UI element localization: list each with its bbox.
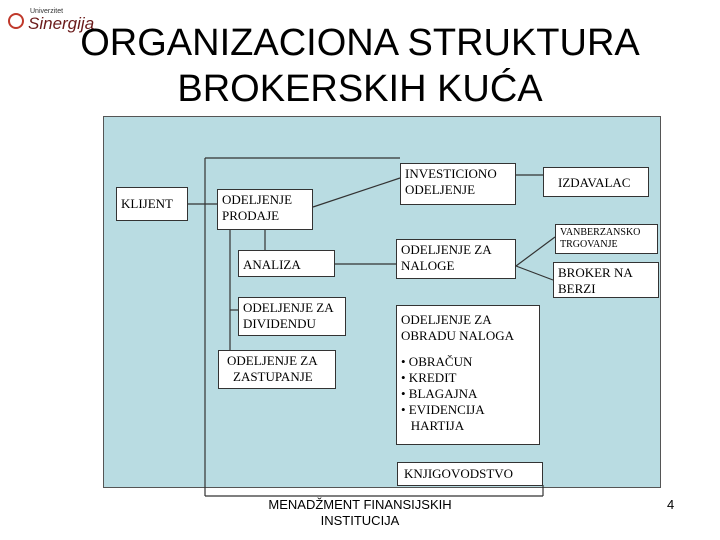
footer-text: MENADŽMENT FINANSIJSKIH INSTITUCIJA [240, 497, 480, 529]
investiciono-box: INVESTICIONO ODELJENJE [400, 163, 516, 205]
dividende-box: ODELJENJE ZA DIVIDENDU [238, 297, 346, 336]
klijent-box: KLIJENT [116, 187, 188, 221]
obrada-item: • BLAGAJNA [401, 386, 478, 401]
analiza-label: ANALIZA [243, 257, 301, 272]
dividende-label-2: DIVIDENDU [243, 316, 316, 331]
analiza-box: ANALIZA [238, 250, 335, 277]
naloge-label-1: ODELJENJE ZA [401, 242, 492, 257]
title-line-1: ORGANIZACIONA STRUKTURA [80, 22, 640, 64]
knjigovodstvo-label: KNJIGOVODSTVO [404, 466, 514, 481]
footer-line-1: MENADŽMENT FINANSIJSKIH [268, 497, 452, 512]
title-line-2: BROKERSKIH KUĆA [177, 68, 543, 110]
vanberzansko-label-2: TRGOVANJE [560, 239, 618, 250]
obrada-label-2: OBRADU NALOGA [401, 328, 515, 343]
zastupanje-label-1: ODELJENJE ZA [227, 353, 318, 368]
obrada-item: • OBRAČUN [401, 354, 473, 369]
logo-emblem-icon [8, 13, 24, 29]
dividende-label-1: ODELJENJE ZA [243, 300, 334, 315]
logo-text: Sinergija [28, 14, 95, 33]
prodaja-label-1: ODELJENJE [222, 192, 293, 207]
obrada-item: • EVIDENCIJA [401, 402, 485, 417]
page-number: 4 [667, 497, 675, 512]
izdavalac-box: IZDAVALAC [543, 167, 649, 197]
broker-box: BROKER NA BERZI [553, 262, 659, 298]
prodaja-box: ODELJENJE PRODAJE [217, 189, 313, 230]
naloge-label-2: NALOGE [401, 258, 455, 273]
obrada-label-1: ODELJENJE ZA [401, 312, 492, 327]
investiciono-label-2: ODELJENJE [405, 182, 476, 197]
footer-line-2: INSTITUCIJA [320, 513, 400, 528]
connector-line [312, 177, 401, 208]
zastupanje-label-2: ZASTUPANJE [233, 369, 313, 384]
obrada-item: • KREDIT [401, 370, 457, 385]
vanberzansko-label-1: VANBERZANSKO [560, 227, 641, 238]
vanberzansko-box: VANBERZANSKO TRGOVANJE [555, 224, 658, 254]
broker-label-1: BROKER NA [558, 265, 633, 280]
connector-line [515, 236, 556, 267]
university-logo: Univerzitet Sinergija [8, 8, 95, 34]
prodaja-label-2: PRODAJE [222, 208, 280, 223]
klijent-label: KLIJENT [121, 196, 173, 211]
connector-line [515, 265, 554, 281]
naloge-box: ODELJENJE ZA NALOGE [396, 239, 516, 279]
investiciono-label-1: INVESTICIONO [405, 166, 497, 181]
logo-small-text: Univerzitet [30, 8, 64, 15]
knjigovodstvo-box: KNJIGOVODSTVO [397, 462, 543, 486]
obrada-item: HARTIJA [401, 418, 465, 433]
izdavalac-label: IZDAVALAC [558, 175, 631, 190]
broker-label-2: BERZI [558, 281, 596, 296]
zastupanje-box: ODELJENJE ZA ZASTUPANJE [218, 350, 336, 389]
page-title: ORGANIZACIONA STRUKTURA BROKERSKIH KUĆA [0, 20, 720, 112]
obrada-box: ODELJENJE ZA OBRADU NALOGA • OBRAČUN • K… [396, 305, 540, 445]
